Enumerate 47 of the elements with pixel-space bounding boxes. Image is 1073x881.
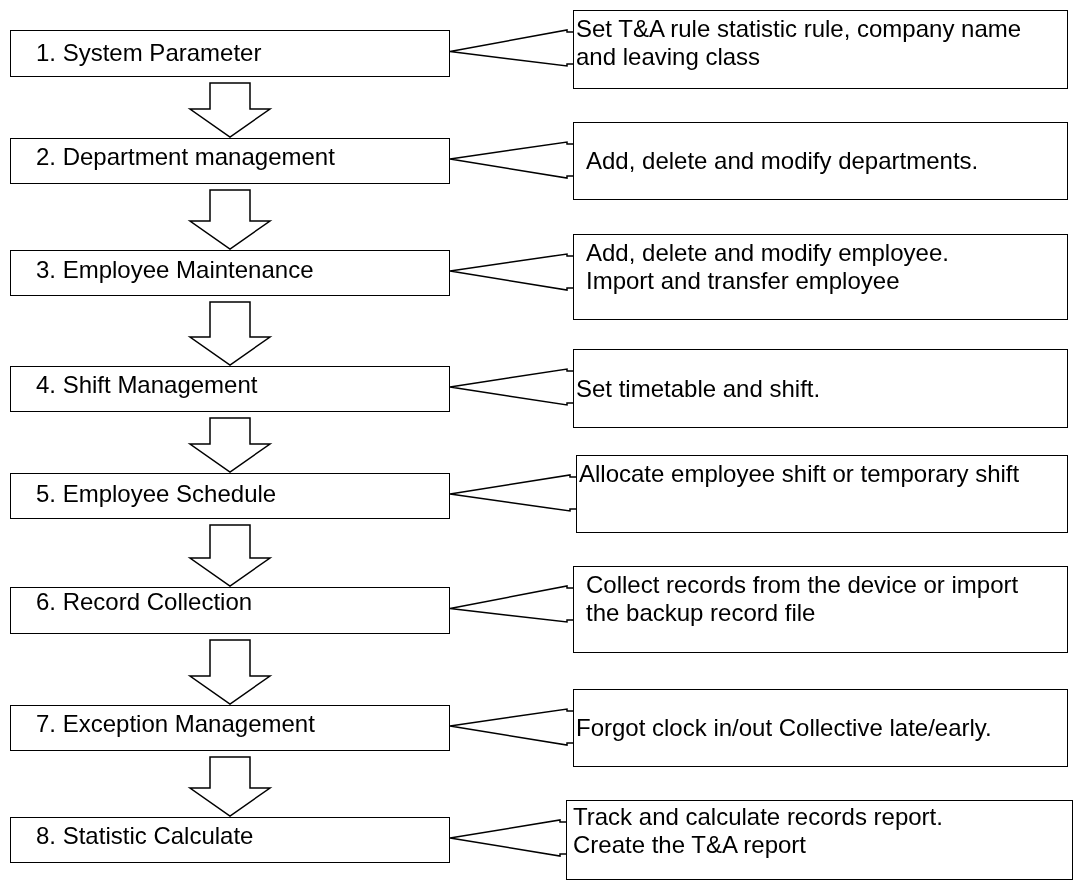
block-arrow (187, 301, 273, 366)
process-box (10, 366, 450, 412)
process-box (10, 250, 450, 296)
block-arrow (187, 189, 273, 250)
callout-text: Add, delete and modify departments. (586, 147, 980, 175)
callout-box (573, 349, 1068, 428)
step-label: 4. Shift Management (36, 371, 259, 399)
step-label: 2. Department management (36, 143, 336, 171)
callout-pointer (449, 141, 574, 179)
callout-pointer (449, 474, 577, 512)
block-arrow (187, 524, 273, 587)
callout-box (573, 566, 1068, 653)
step-label: 5. Employee Schedule (36, 480, 278, 508)
block-arrow (187, 639, 273, 705)
callout-text: Set T&A rule statistic rule, company name and leaving class (576, 15, 1023, 71)
callout-text: Set timetable and shift. (576, 375, 822, 403)
callout-text: Allocate employee shift or temporary shift (579, 460, 1021, 488)
block-arrow (187, 417, 273, 473)
callout-text: Add, delete and modify employee. Import and transfer employee (586, 239, 950, 295)
process-box (10, 473, 450, 519)
callout-pointer (449, 253, 574, 291)
callout-text: Track and calculate records report. Create the T&A report (573, 803, 944, 859)
callout-box (573, 234, 1068, 320)
process-box (10, 587, 450, 634)
callout-pointer (449, 585, 574, 623)
callout-pointer (449, 29, 574, 67)
callout-text: Forgot clock in/out Collective late/early. (576, 714, 993, 742)
step-label: 1. System Parameter (36, 39, 263, 67)
callout-box (566, 800, 1073, 880)
callout-text: Collect records from the device or import the backup record file (586, 571, 1020, 627)
callout-pointer (449, 819, 567, 857)
callout-box (573, 689, 1068, 767)
step-label: 8. Statistic Calculate (36, 822, 255, 850)
callout-box (573, 122, 1068, 200)
callout-box (576, 455, 1068, 533)
block-arrow (187, 756, 273, 817)
callout-pointer (449, 708, 574, 746)
callout-pointer (449, 368, 574, 406)
process-box (10, 30, 450, 77)
block-arrow (187, 82, 273, 138)
step-label: 7. Exception Management (36, 710, 316, 738)
process-box (10, 705, 450, 751)
process-box (10, 138, 450, 184)
process-box (10, 817, 450, 863)
step-label: 3. Employee Maintenance (36, 256, 315, 284)
step-label: 6. Record Collection (36, 588, 254, 616)
callout-box (573, 10, 1068, 89)
